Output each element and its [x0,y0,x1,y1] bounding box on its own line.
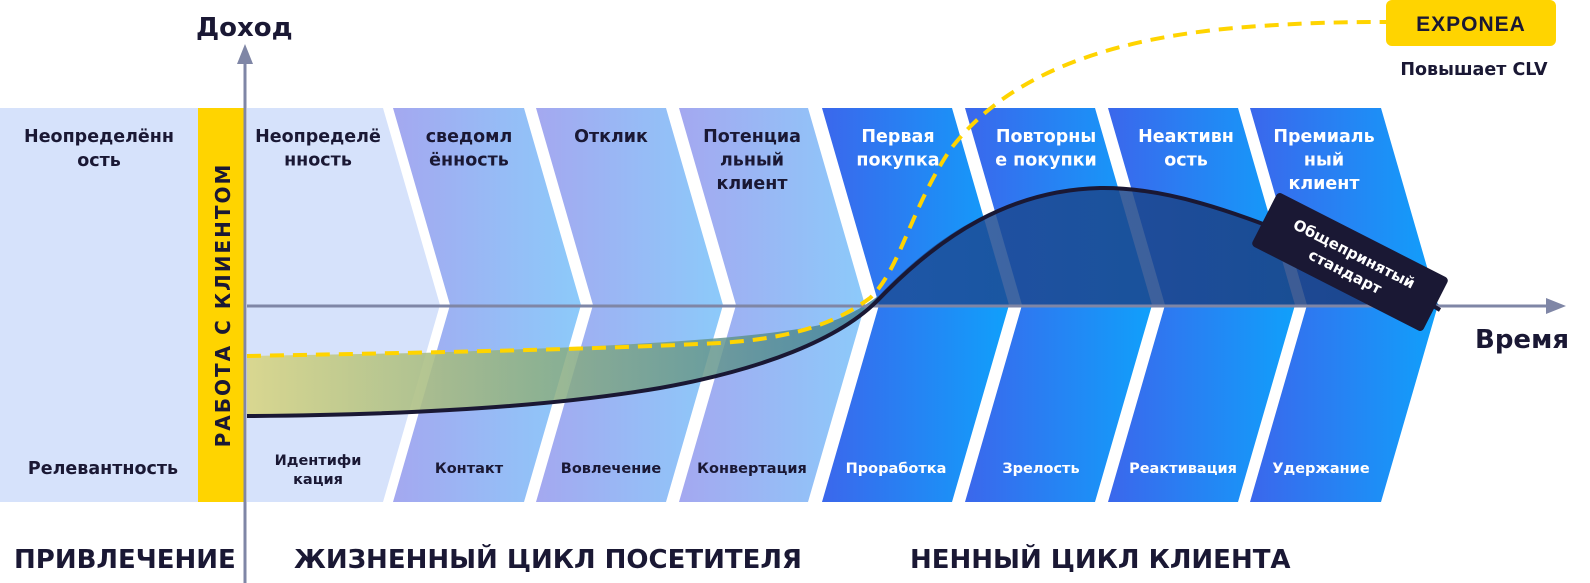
x-axis-title: Время [1475,325,1569,355]
stage-2-activity-line-1: Контакт [435,461,504,477]
stage-8-title-line-1: Премиаль [1273,127,1374,147]
stage-8-title-line-3: клиент [1288,174,1360,194]
stage-2-title-line-2: ённость [429,151,509,171]
client-work-band [198,108,244,502]
brand-tagline: Повышает CLV [1400,60,1548,80]
stage-4-title-line-3: клиент [716,174,788,194]
stage-6-activity-line-1: Зрелость [1002,461,1079,477]
stage-4-title-line-2: льный [720,151,784,171]
client-work-label: РАБОТА С КЛИЕНТОМ [211,163,235,448]
stage-5-activity-line-1: Проработка [846,461,947,477]
stage-4-title-line-1: Потенциа [703,127,801,147]
stage-8-activity-line-1: Удержание [1272,461,1369,477]
standard-hill-area [870,187,1440,305]
brand-logo-text: EXPONEA [1416,13,1526,36]
y-axis-title: Доход [196,13,293,43]
standard-badge-box [1252,193,1448,331]
stage-8-title-line-2: ный [1304,151,1344,171]
stage-1-title-line-1: Неопределё [255,127,381,147]
stage-1-title-line-2: нность [284,151,352,171]
exponea-curve [246,20,1391,358]
stage-7-activity-line-1: Реактивация [1129,461,1237,477]
growth-band [247,296,878,416]
stage-5-title-line-2: покупка [856,151,939,171]
stage-7-title-line-2: ость [1164,151,1208,171]
stage-2-title-line-1: сведомл [426,127,513,147]
stage-1-activity-line-2: кация [293,472,343,488]
section-client-lifecycle: НЕННЫЙ ЦИКЛ КЛИЕНТА [910,543,1291,575]
stage-7-title-line-1: Неактивн [1138,127,1234,147]
left-panel-top-line2: ость [77,151,121,171]
stage-4-activity-line-1: Конвертация [697,461,807,477]
stage-5-title-line-1: Первая [861,127,934,147]
x-axis-arrow [1546,298,1566,314]
section-visitor-lifecycle: ЖИЗНЕННЫЙ ЦИКЛ ПОСЕТИТЕЛЯ [294,543,802,575]
left-panel-top-line1: Неопределённ [24,127,174,147]
stage-3-activity-line-1: Вовлечение [561,461,662,477]
left-panel-bottom: Релевантность [28,459,178,479]
brand-logo-box [1386,0,1556,46]
left-panel [0,108,198,502]
y-axis-arrow [237,44,253,64]
stage-6-title-line-1: Повторны [996,127,1096,147]
stage-6-title-line-2: е покупки [995,151,1097,171]
stage-3-title-line-1: Отклик [574,127,648,147]
stage-1-activity-line-1: Идентифи [275,453,362,469]
section-acquisition: ПРИВЛЕЧЕНИЕ [14,545,236,575]
